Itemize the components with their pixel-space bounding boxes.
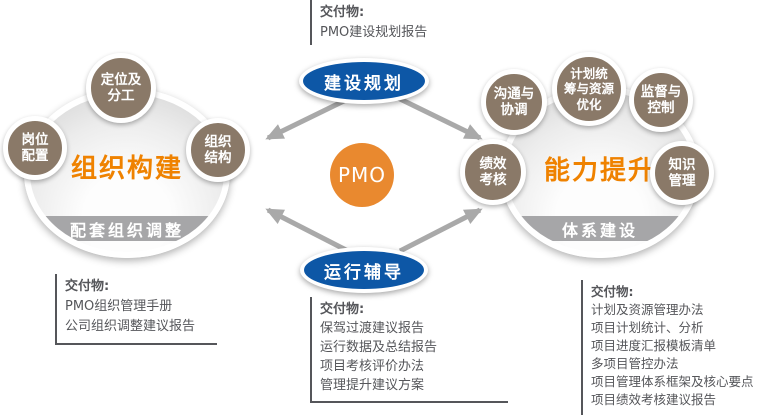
satellite-label-line: 组织 (204, 133, 232, 150)
deliverables-top-block: 交付物: PMO建设规划报告 (310, 0, 460, 45)
deliverable-item: 项目考核评价办法 (320, 359, 425, 374)
deliverables-label: 交付物: (65, 279, 110, 294)
deliverables-center-block: 交付物: 保驾过渡建议报告 运行数据及总结报告 项目考核评价办法 管理提升建议方… (310, 297, 508, 403)
deliverable-item: 保驾过渡建议报告 (320, 321, 425, 336)
satellite-label-line: 计划统 (570, 66, 608, 82)
arrow-bottom-left (265, 207, 350, 254)
satellite-label-line: 沟通与 (493, 85, 535, 102)
satellite-label-line: 控制 (647, 100, 675, 116)
left-cluster-title: 组织构建 (70, 154, 183, 184)
deliverables-right-block: 交付物: 计划及资源管理办法 项目计划统计、分析 项目进度汇报模板清单 多项目管… (581, 280, 768, 415)
construction-planning-ellipse: 建设规划 (299, 58, 429, 104)
arrow-top-left (265, 94, 354, 141)
deliverable-item: 管理提升建议方案 (320, 378, 425, 393)
satellite-job-configuration: 岗位 配置 (3, 116, 67, 180)
deliverable-item: 项目绩效考核建议报告 (591, 392, 717, 407)
deliverable-item: 项目计划统计、分析 (591, 320, 704, 335)
satellite-knowledge-management: 知识 管理 (650, 141, 714, 205)
deliverable-item: 计划及资源管理办法 (591, 302, 704, 317)
deliverable-item: 运行数据及总结报告 (320, 340, 438, 355)
deliverable-item: 多项目管控办法 (591, 356, 679, 371)
deliverable-item: 项目管理体系框架及核心要点 (591, 374, 754, 389)
deliverable-item: PMO组织管理手册 (65, 299, 173, 314)
deliverables-label: 交付物: (591, 284, 634, 299)
satellite-label-line: 优化 (576, 96, 602, 112)
satellite-label-line: 监督与 (640, 83, 682, 100)
satellite-label-line: 分工 (107, 88, 135, 104)
arrow-top-right (394, 94, 483, 141)
satellite-label-line: 协调 (500, 102, 528, 118)
deliverable-item: 项目进度汇报模板清单 (591, 338, 717, 353)
satellite-label-line: 绩效 (479, 155, 507, 172)
satellite-performance-appraisal: 绩效 考核 (460, 139, 526, 205)
satellite-planning-resource-optimization: 计划统 筹与资源 优化 (552, 52, 626, 126)
satellite-label-line: 考核 (479, 172, 507, 188)
satellite-label-line: 知识 (668, 156, 696, 173)
satellite-label-line: 定位及 (100, 71, 142, 88)
right-cluster-title: 能力提升 (543, 156, 656, 186)
satellite-supervision-control: 监督与 控制 (629, 68, 693, 132)
satellite-communication-coordination: 沟通与 协调 (481, 69, 547, 135)
satellite-label-line: 筹与资源 (563, 81, 614, 97)
deliverable-item: 公司组织调整建议报告 (65, 319, 196, 334)
left-cluster-banner: 配套组织调整 (30, 216, 224, 241)
deliverables-label: 交付物: (320, 302, 365, 317)
satellite-label-line: 配置 (21, 148, 49, 164)
right-cluster-banner: 体系建设 (506, 216, 694, 241)
operation-coaching-ellipse: 运行辅导 (300, 247, 428, 293)
satellite-label-line: 结构 (204, 150, 232, 166)
satellite-label-line: 岗位 (21, 131, 49, 148)
deliverables-label: 交付物: (320, 5, 365, 20)
satellite-org-structure: 组织 结构 (186, 118, 250, 182)
arrow-bottom-right (398, 207, 483, 254)
deliverable-item: PMO建设规划报告 (320, 25, 428, 40)
deliverables-left-block: 交付物: PMO组织管理手册 公司组织调整建议报告 (55, 274, 217, 345)
pmo-circle: PMO (330, 143, 394, 207)
satellite-label-line: 管理 (668, 173, 696, 189)
satellite-positioning-division: 定位及 分工 (86, 53, 156, 123)
